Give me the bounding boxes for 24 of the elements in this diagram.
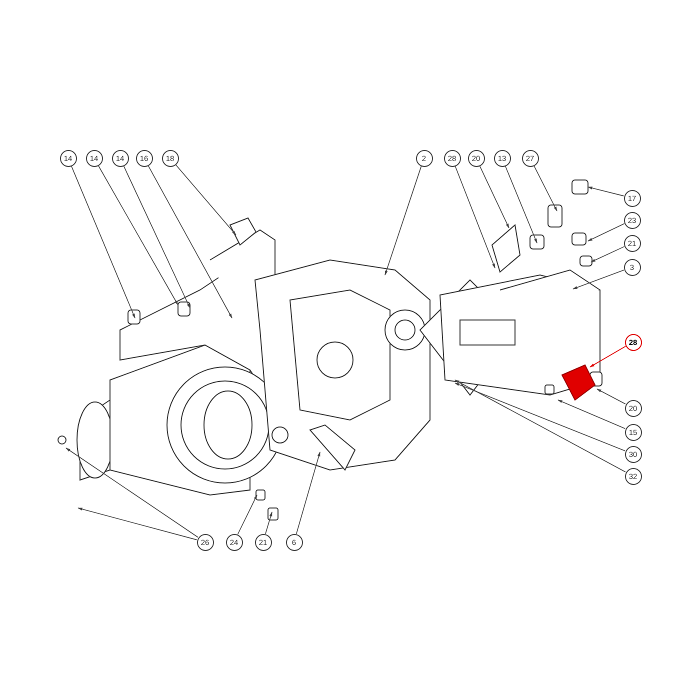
leader-line (590, 346, 626, 368)
leader-line (479, 165, 510, 228)
leader-line (237, 494, 258, 535)
leader-line (296, 452, 320, 534)
leader-line (148, 165, 232, 318)
leader-line (66, 448, 198, 538)
leader-line (98, 164, 178, 306)
leader-line (572, 270, 624, 290)
leader-line (384, 166, 422, 276)
leader-line (78, 508, 198, 540)
leader-line (454, 166, 496, 268)
leader-line (533, 165, 558, 212)
leader-line (123, 165, 190, 308)
leader-line (504, 165, 538, 244)
leader-line (70, 165, 136, 318)
leader-line (588, 186, 624, 196)
leader-line (175, 164, 236, 236)
leader-line (265, 512, 272, 534)
leader-line (558, 400, 626, 430)
leader-line (596, 388, 626, 404)
leader-line (454, 382, 626, 452)
leader-line (590, 246, 625, 262)
leader-line (588, 223, 625, 242)
leader-line (454, 380, 626, 472)
